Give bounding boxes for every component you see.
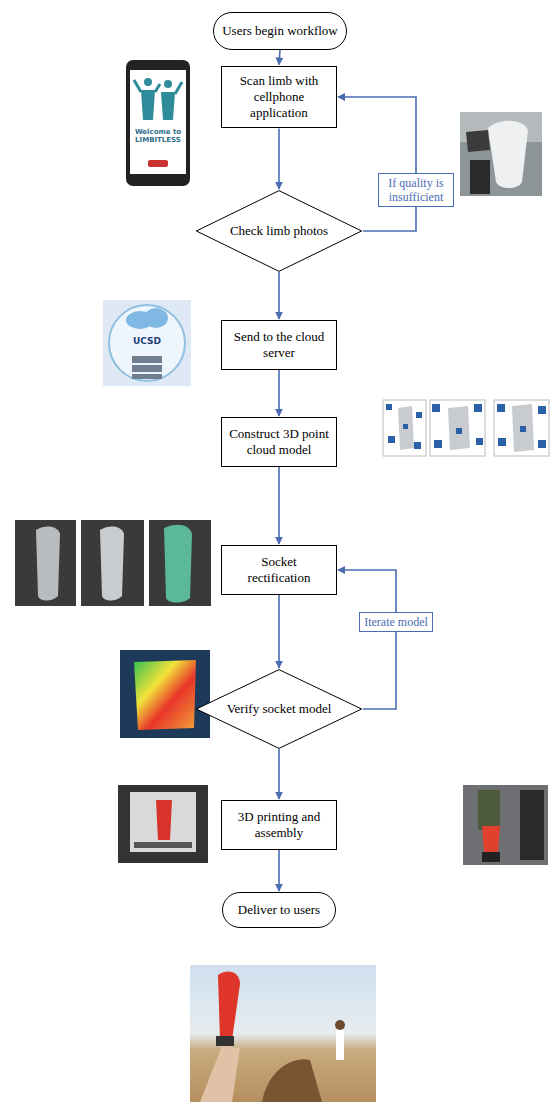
node-text: Construct 3D point cloud model [229,426,329,459]
terminal-oval: Deliver to users [222,892,336,928]
connector-arrow [278,749,280,799]
node-text: 3D printing and assembly [229,809,329,842]
connector-arrow [278,850,280,891]
connector-arrow [278,467,280,544]
socket-model-images [15,520,211,606]
user-photo [190,965,376,1102]
node-text: Send to the cloud server [229,329,329,362]
limb-photo [460,112,542,196]
connector-arrow [338,97,416,231]
cloud-server-icon [103,300,191,386]
decision-diamond: Verify socket model [195,669,363,749]
logo-text: UCSD [122,336,172,347]
node-text: Deliver to users [238,902,320,918]
node-text: Verify socket model [227,701,332,717]
decision-diamond: Check limb photos [195,190,363,272]
pressure-heatmap [120,650,210,738]
node-text: Users begin workflow [222,23,338,39]
process-box: Socket rectification [221,545,337,595]
point-cloud-thumbnails [383,400,549,456]
connector-arrow [278,128,280,189]
process-box: 3D printing and assembly [221,800,337,850]
app-screen-text: Welcome to LIMBITLESS [130,128,186,145]
connector-arrow [279,50,280,65]
connector-arrow [278,370,280,416]
edge-label: Iterate model [359,612,433,632]
node-text: Scan limb with cellphone application [229,73,329,122]
edge-label: If quality is insufficient [378,173,454,208]
node-text: Socket rectification [229,554,329,587]
process-box: Scan limb with cellphone application [221,66,337,129]
connector-arrow [278,595,280,668]
process-box: Construct 3D point cloud model [221,417,337,467]
prosthesis-photo [463,785,548,865]
terminal-oval: Users begin workflow [213,12,347,50]
connector-arrow [338,570,396,709]
process-box: Send to the cloud server [221,320,337,370]
phone-image [126,60,190,186]
node-text: Check limb photos [230,223,328,239]
connector-arrow [278,272,280,319]
printer-photo [118,785,208,863]
